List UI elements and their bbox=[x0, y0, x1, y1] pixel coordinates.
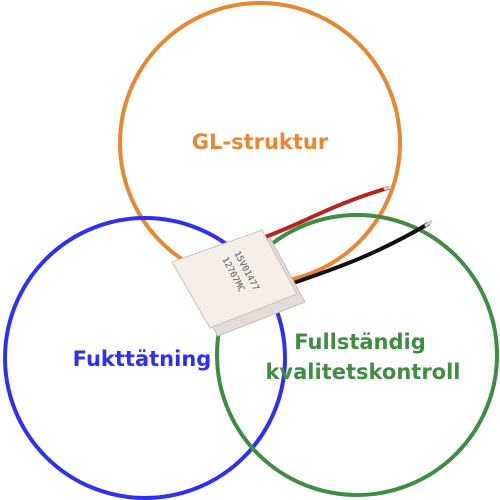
label-fukttatning: Fukttätning bbox=[73, 347, 212, 371]
black-wire bbox=[283, 222, 430, 288]
module-top-plate bbox=[171, 229, 298, 329]
red-wire-tip bbox=[383, 185, 392, 191]
peltier-module-image: 12707MC 15V01477 bbox=[171, 185, 433, 337]
red-wire bbox=[260, 186, 390, 240]
label-fullstandig: Fullständig bbox=[294, 330, 426, 354]
label-kvalitetskontroll: kvalitetskontroll bbox=[265, 360, 460, 384]
circle-right bbox=[215, 213, 499, 497]
black-wire-tip bbox=[424, 219, 433, 228]
circle-left bbox=[3, 216, 287, 500]
label-gl-struktur: GL-struktur bbox=[192, 130, 329, 154]
